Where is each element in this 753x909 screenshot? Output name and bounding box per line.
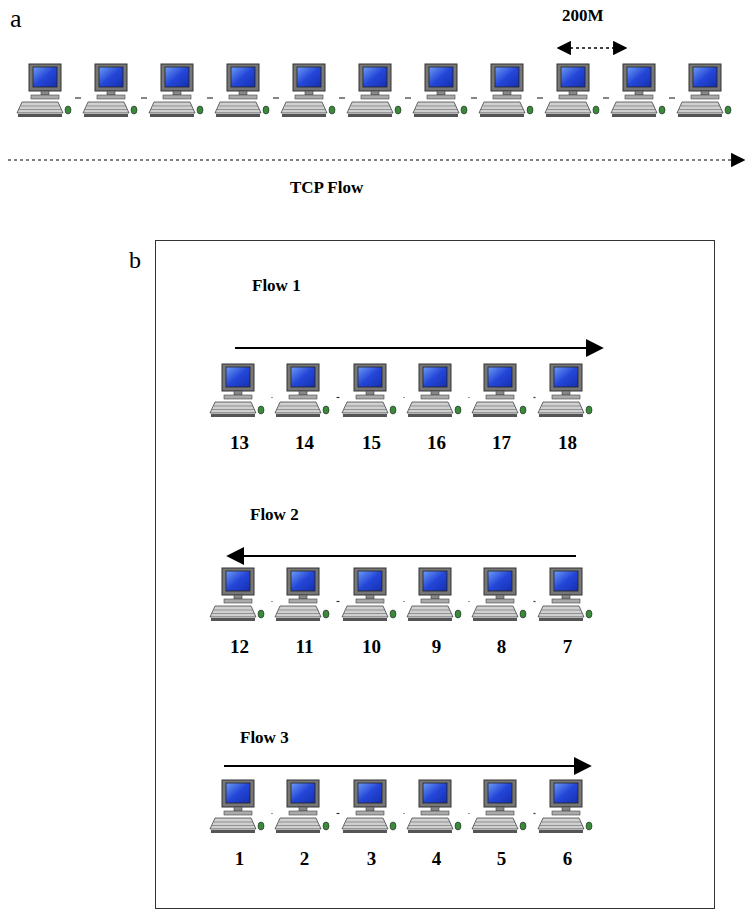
computer-node: 2 <box>273 778 337 870</box>
flow-label: Flow 1 <box>252 276 301 296</box>
computer-node: 5 <box>470 778 534 870</box>
node-number: 12 <box>208 636 272 658</box>
computer-node: 7 <box>536 566 600 658</box>
wire <box>469 601 470 602</box>
wire <box>534 397 536 398</box>
flow-label: 200M <box>562 6 604 26</box>
computer-icon <box>208 778 268 838</box>
computer-node: 6 <box>536 778 600 870</box>
wire <box>404 397 405 398</box>
computer-node: 11 <box>273 566 337 658</box>
wire <box>404 601 405 602</box>
flow-label: Flow 3 <box>240 728 289 748</box>
wire <box>337 397 340 398</box>
node-number: 8 <box>470 636 534 658</box>
computer-icon <box>405 362 465 422</box>
wire <box>337 601 340 602</box>
computer-row <box>17 64 731 117</box>
flow-arrow <box>224 765 590 767</box>
computer-icon <box>470 778 530 838</box>
wire <box>534 601 536 602</box>
node-number: 10 <box>340 636 404 658</box>
flow-label: Flow 2 <box>250 505 299 525</box>
computer-node: 14 <box>273 362 337 454</box>
computer-icon <box>340 362 400 422</box>
wire <box>75 97 675 98</box>
computer-icon <box>208 362 268 422</box>
node-number: 7 <box>536 636 600 658</box>
node-number: 2 <box>273 848 337 870</box>
computer-icon <box>405 566 465 626</box>
wire <box>404 813 405 814</box>
computer-icon <box>273 362 333 422</box>
wire <box>272 601 273 602</box>
computer-icon <box>470 566 530 626</box>
flow-arrow <box>8 159 744 161</box>
wire <box>534 813 536 814</box>
computer-node: 15 <box>340 362 404 454</box>
node-number: 9 <box>405 636 469 658</box>
wire <box>272 397 273 398</box>
computer-icon <box>536 566 596 626</box>
computer-node: 1 <box>208 778 272 870</box>
computer-icon <box>536 778 596 838</box>
computer-node: 10 <box>340 566 404 658</box>
flow-label: TCP Flow <box>290 178 363 198</box>
distance-arrow <box>558 47 626 49</box>
computer-icon <box>405 778 465 838</box>
computer-node: 16 <box>405 362 469 454</box>
computer-node: 8 <box>470 566 534 658</box>
node-number: 17 <box>470 432 534 454</box>
computer-node: 17 <box>470 362 534 454</box>
computer-node: 3 <box>340 778 404 870</box>
panel-label: a <box>10 4 22 34</box>
node-number: 5 <box>470 848 534 870</box>
wire <box>469 813 470 814</box>
node-number: 14 <box>273 432 337 454</box>
computer-node: 18 <box>536 362 600 454</box>
panel-box: b131415161718121110987123456 <box>155 240 715 909</box>
node-number: 11 <box>273 636 337 658</box>
computer-node: 9 <box>405 566 469 658</box>
wire <box>469 397 470 398</box>
computer-icon <box>470 362 530 422</box>
computer-icon <box>208 566 268 626</box>
panel-label: b <box>129 247 141 274</box>
node-number: 15 <box>340 432 404 454</box>
node-number: 13 <box>208 432 272 454</box>
node-number: 6 <box>536 848 600 870</box>
computer-icon <box>273 566 333 626</box>
computer-icon <box>340 566 400 626</box>
computer-node: 13 <box>208 362 272 454</box>
computer-icon <box>340 778 400 838</box>
computer-node: 12 <box>208 566 272 658</box>
computer-icon <box>273 778 333 838</box>
node-number: 1 <box>208 848 272 870</box>
node-number: 18 <box>536 432 600 454</box>
flow-arrow <box>228 555 576 557</box>
computer-node: 4 <box>405 778 469 870</box>
node-number: 4 <box>405 848 469 870</box>
wire <box>272 813 273 814</box>
flow-arrow <box>235 347 602 349</box>
computer-icon <box>536 362 596 422</box>
node-number: 16 <box>405 432 469 454</box>
wire <box>337 813 340 814</box>
node-number: 3 <box>340 848 404 870</box>
